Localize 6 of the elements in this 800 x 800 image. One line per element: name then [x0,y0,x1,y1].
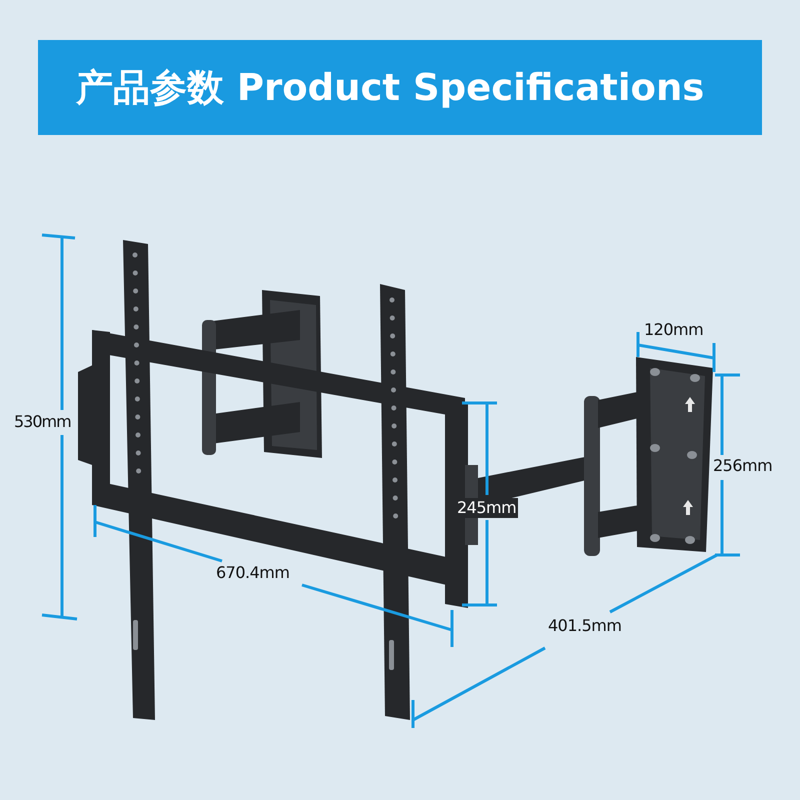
dimension-label: 245mm [455,498,518,518]
title: 产品参数 Product Specifications [76,65,704,111]
dimension-label: 256mm [713,456,772,476]
dimension-label: 401.5mm [548,616,622,636]
dimension-label: 670.4mm [216,563,290,583]
dimension-label: 120mm [644,320,704,340]
